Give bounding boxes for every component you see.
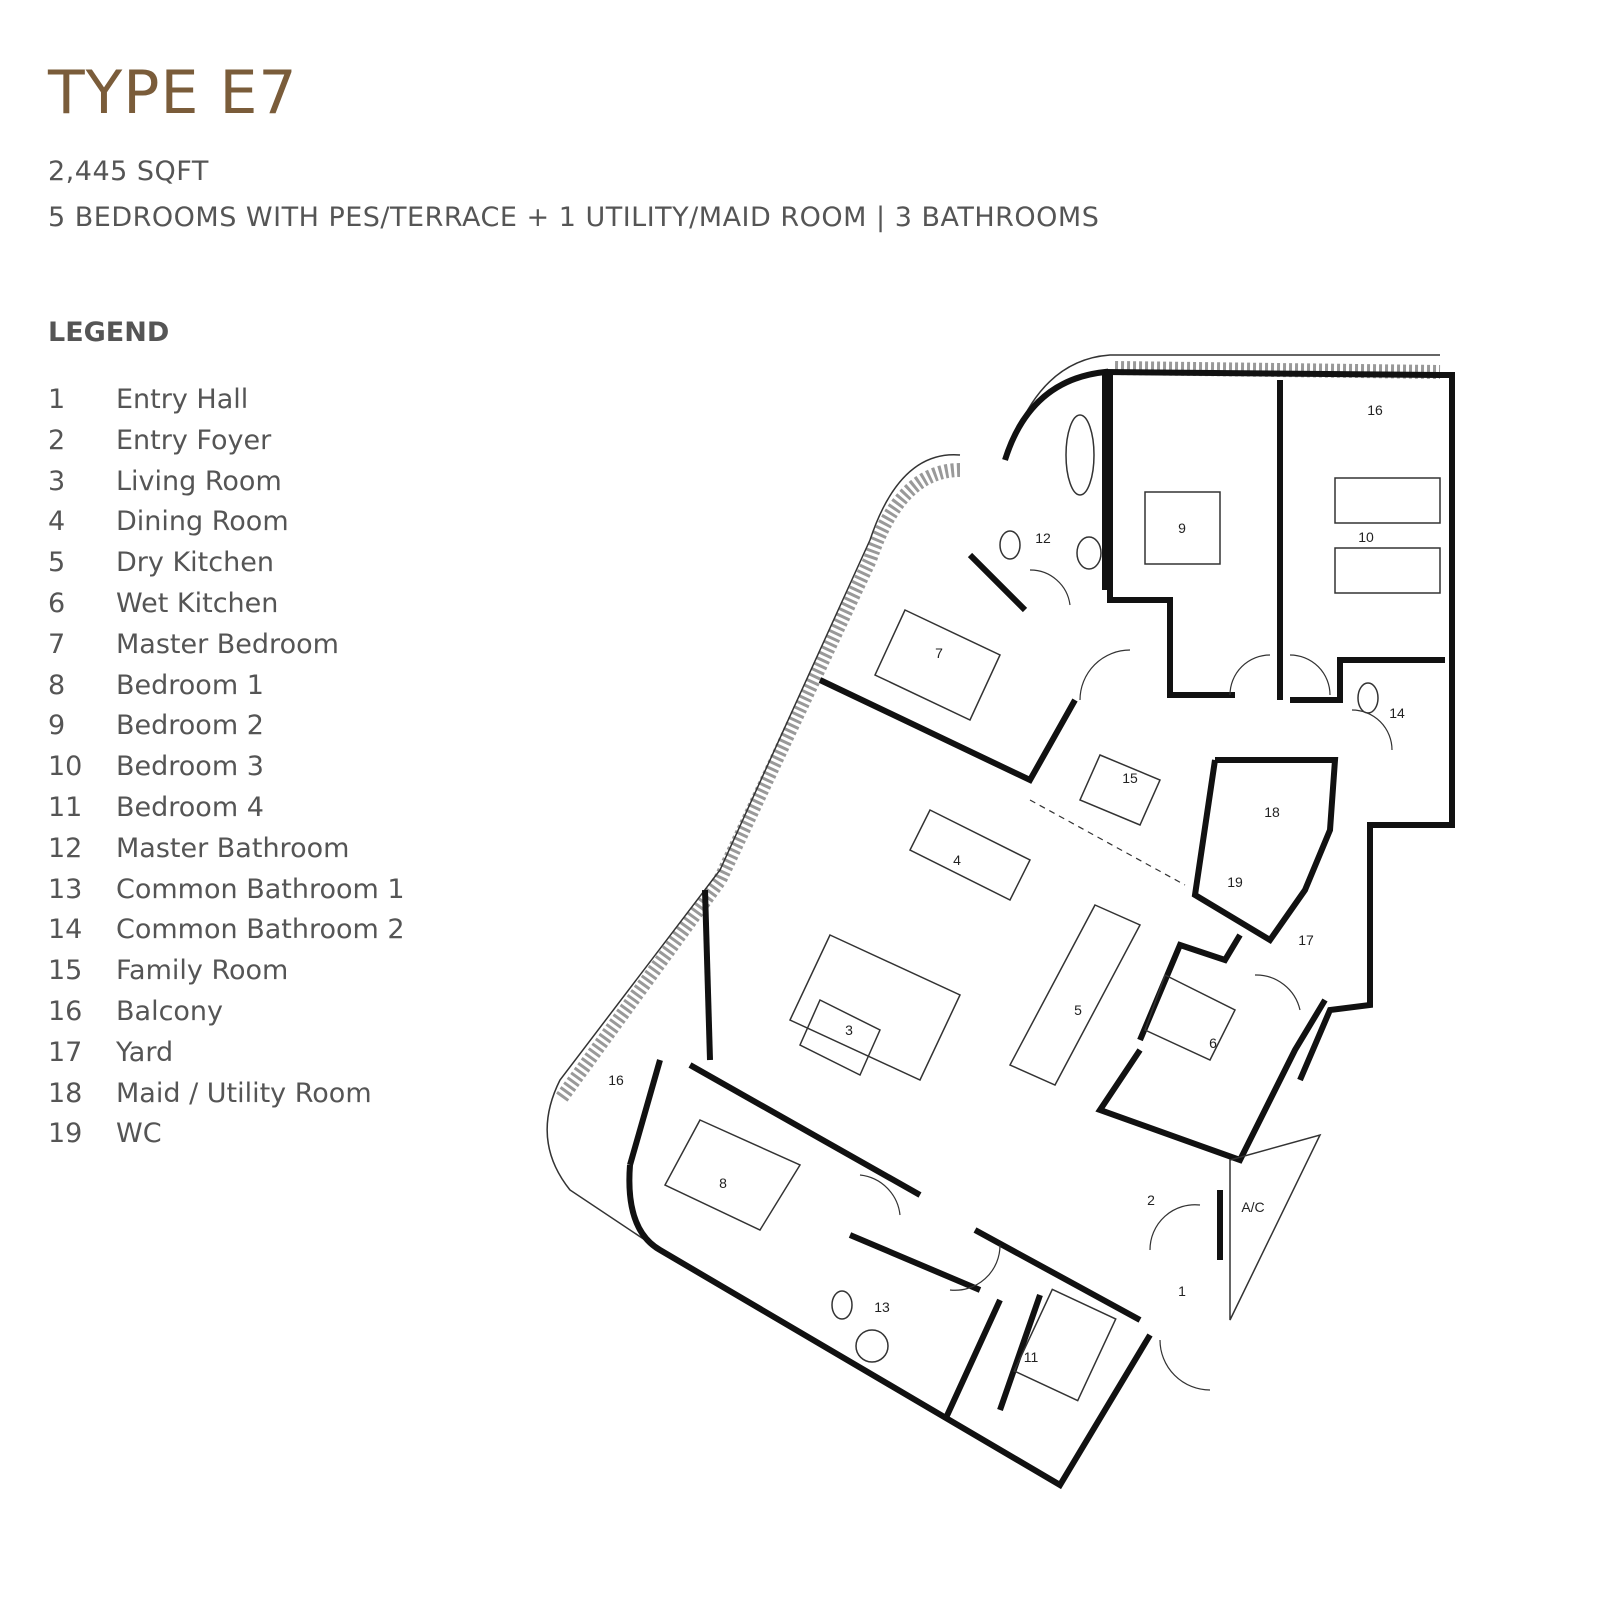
room-label-yard: 17 (1298, 932, 1314, 948)
legend-item: 3 Living Room (48, 466, 405, 507)
legend-item: 13 Common Bathroom 1 (48, 874, 405, 915)
room-label-balcony: 16 (608, 1072, 624, 1088)
planter-strip (554, 361, 1441, 1105)
room-label-family-room: 15 (1122, 770, 1138, 786)
legend-label: Common Bathroom 1 (116, 873, 405, 905)
legend-item: 14 Common Bathroom 2 (48, 914, 405, 955)
room-label-living-room: 3 (845, 1022, 853, 1038)
page-title: TYPE E7 (48, 58, 298, 128)
legend-item: 4 Dining Room (48, 506, 405, 547)
legend-item: 8 Bedroom 1 (48, 670, 405, 711)
room-label-entry-hall: 1 (1178, 1283, 1186, 1299)
room-label-maid-room: 18 (1264, 804, 1280, 820)
legend-label: Family Room (116, 955, 289, 987)
legend-number: 13 (48, 873, 83, 905)
room-label-dining-room: 4 (953, 852, 961, 868)
legend-number: 4 (48, 506, 66, 538)
room-label-bedroom-1: 8 (719, 1175, 727, 1191)
unit-description: 5 BEDROOMS WITH PES/TERRACE + 1 UTILITY/… (48, 202, 1100, 233)
legend-label: Dining Room (116, 506, 289, 538)
legend-number: 17 (48, 1036, 83, 1068)
legend-label: Maid / Utility Room (116, 1077, 372, 1109)
legend-item: 1 Entry Hall (48, 384, 405, 425)
legend-label: Dry Kitchen (116, 547, 274, 579)
room-label-bedroom-3: 10 (1358, 529, 1374, 545)
room-label-balcony: 16 (1367, 402, 1383, 418)
legend-number: 2 (48, 424, 66, 456)
legend-number: 10 (48, 751, 83, 783)
legend-number: 3 (48, 465, 66, 497)
legend-label: Bedroom 2 (116, 710, 264, 742)
legend-number: 9 (48, 710, 66, 742)
unit-area: 2,445 SQFT (48, 156, 209, 187)
room-label-dry-kitchen: 5 (1074, 1002, 1082, 1018)
legend-number: 15 (48, 955, 83, 987)
legend-label: Entry Hall (116, 384, 249, 415)
legend-item: 11 Bedroom 4 (48, 792, 405, 833)
legend-item: 15 Family Room (48, 955, 405, 996)
legend-number: 1 (48, 384, 66, 415)
legend-label: Common Bathroom 2 (116, 914, 405, 946)
legend-item: 2 Entry Foyer (48, 425, 405, 466)
room-label-common-bathroom-1: 13 (874, 1299, 890, 1315)
legend-number: 14 (48, 914, 83, 946)
room-label-common-bathroom-2: 14 (1389, 705, 1405, 721)
legend-item: 17 Yard (48, 1037, 405, 1078)
legend-label: Wet Kitchen (116, 587, 279, 619)
room-label-wet-kitchen: 6 (1209, 1035, 1217, 1051)
dining-divider (1029, 799, 1186, 886)
legend-label: Bedroom 1 (116, 669, 264, 701)
legend-label: Master Bedroom (116, 628, 339, 660)
room-label-wc: 19 (1227, 874, 1243, 890)
room-label-master-bathroom: 12 (1035, 530, 1051, 546)
room-label-bedroom-2: 9 (1178, 520, 1186, 536)
legend-number: 8 (48, 669, 66, 701)
legend-item: 6 Wet Kitchen (48, 588, 405, 629)
legend-item: 19 WC (48, 1118, 405, 1159)
legend-label: Master Bathroom (116, 832, 350, 864)
legend-item: 18 Maid / Utility Room (48, 1078, 405, 1119)
legend-item: 10 Bedroom 3 (48, 751, 405, 792)
balcony-outline (546, 354, 1440, 1251)
legend-label: Bedroom 4 (116, 791, 264, 823)
legend-number: 11 (48, 791, 83, 823)
legend-number: 16 (48, 995, 83, 1027)
legend-item: 7 Master Bedroom (48, 629, 405, 670)
door-swings (859, 569, 1393, 1391)
legend-label: Balcony (116, 995, 224, 1027)
legend-item: 5 Dry Kitchen (48, 547, 405, 588)
legend-label: Living Room (116, 465, 282, 497)
legend-number: 7 (48, 628, 66, 660)
legend-heading: LEGEND (48, 317, 170, 348)
legend-number: 19 (48, 1118, 83, 1150)
legend-number: 5 (48, 547, 66, 579)
legend-item: 16 Balcony (48, 996, 405, 1037)
legend-item: 12 Master Bathroom (48, 833, 405, 874)
legend-number: 12 (48, 832, 83, 864)
walls (626, 368, 1455, 1490)
legend-item: 9 Bedroom 2 (48, 710, 405, 751)
room-label-master-bedroom: 7 (935, 645, 943, 661)
legend-label: Bedroom 3 (116, 751, 264, 783)
room-label-entry-foyer: 2 (1147, 1192, 1155, 1208)
legend-label: Entry Foyer (116, 424, 272, 456)
room-label-bedroom-4: 11 (1024, 1349, 1039, 1365)
ac-ledge-label: A/C (1241, 1199, 1264, 1215)
furniture (663, 414, 1441, 1402)
legend-label: WC (116, 1118, 162, 1150)
legend-number: 18 (48, 1077, 83, 1109)
legend-number: 6 (48, 587, 66, 619)
legend-label: Yard (116, 1036, 174, 1068)
